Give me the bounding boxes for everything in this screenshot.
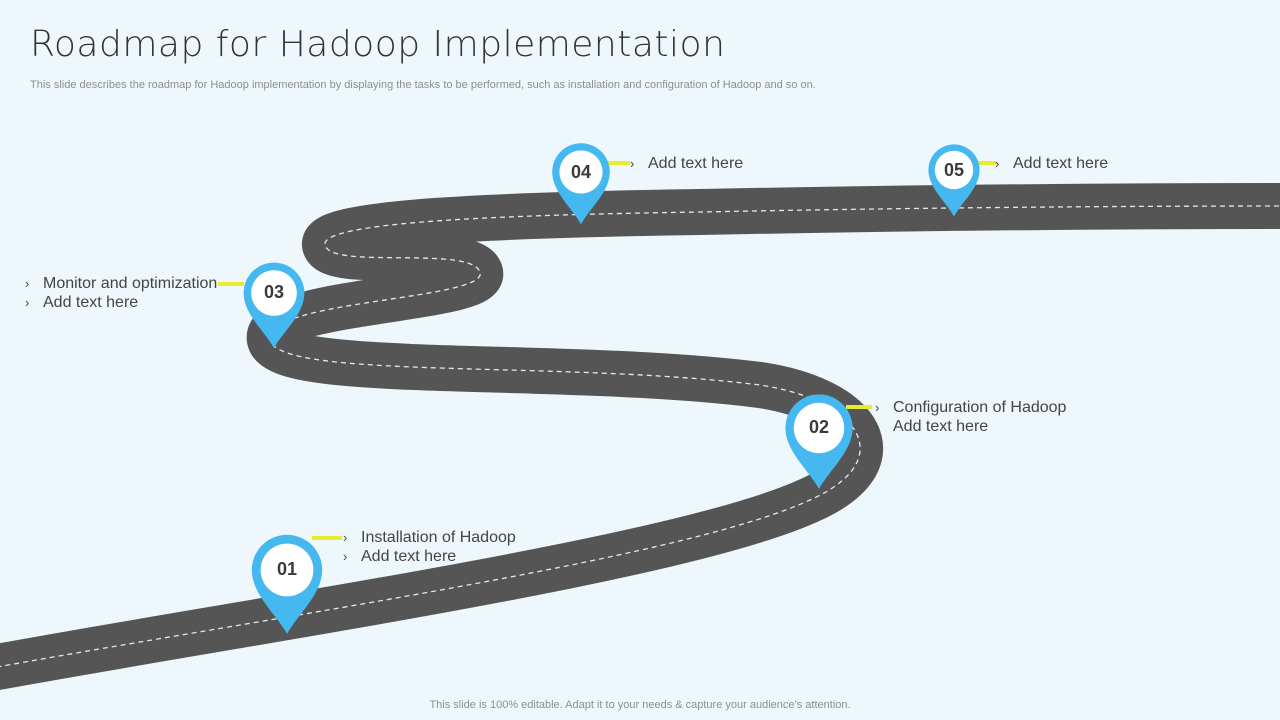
chevron-right-icon: › — [875, 419, 880, 434]
milestone-03-line-2: › Add text here — [25, 293, 217, 312]
map-pin-icon-03 — [243, 262, 305, 349]
chevron-right-icon: › — [25, 295, 30, 310]
milestone-02-text: Add text here — [893, 418, 989, 435]
chevron-right-icon: › — [343, 530, 348, 545]
milestone-number-04: 04 — [570, 162, 592, 182]
milestone-number-01: 01 — [276, 559, 298, 579]
milestone-04-text: Add text here — [648, 155, 744, 172]
milestone-05-text: Add text here — [1013, 155, 1109, 172]
milestone-03-text: Monitor and optimization — [43, 275, 218, 292]
chevron-right-icon: › — [25, 276, 30, 291]
map-pin-icon-04 — [552, 143, 610, 225]
milestone-04-line-1: › Add text here — [630, 154, 743, 173]
milestone-01-line-2: › Add text here — [343, 547, 516, 566]
milestone-text-01: › Installation of Hadoop › Add text here — [343, 528, 516, 566]
milestone-02-line-1: › Configuration of Hadoop — [875, 398, 1066, 417]
chevron-right-icon: › — [875, 400, 880, 415]
chevron-right-icon: › — [343, 549, 348, 564]
slide-footer: This slide is 100% editable. Adapt it to… — [429, 699, 851, 711]
milestone-05-line-1: › Add text here — [995, 154, 1108, 173]
milestone-number-03: 03 — [263, 282, 285, 302]
milestone-01-text: Installation of Hadoop — [361, 529, 516, 546]
map-pin-icon-05 — [928, 144, 980, 217]
milestone-02-line-2: › Add text here — [875, 417, 1066, 436]
map-pin-icon-02 — [785, 394, 853, 489]
map-pin-icon-01 — [251, 534, 323, 634]
milestone-01-text: Add text here — [361, 548, 457, 565]
milestone-number-02: 02 — [808, 417, 830, 437]
milestone-text-04: › Add text here — [630, 154, 743, 173]
milestone-03-text: Add text here — [43, 294, 139, 311]
milestone-text-02: › Configuration of Hadoop › Add text here — [875, 398, 1066, 436]
chevron-right-icon: › — [630, 156, 635, 171]
chevron-right-icon: › — [995, 156, 1000, 171]
milestone-02-text: Configuration of Hadoop — [893, 399, 1067, 416]
milestone-text-05: › Add text here — [995, 154, 1108, 173]
slide-title: Roadmap for Hadoop Implementation — [30, 24, 726, 65]
milestone-01-line-1: › Installation of Hadoop — [343, 528, 516, 547]
milestone-03-line-1: › Monitor and optimization — [25, 274, 217, 293]
milestone-text-03: › Monitor and optimization › Add text here — [25, 274, 217, 312]
milestone-number-05: 05 — [943, 160, 965, 180]
slide-subtitle: This slide describes the roadmap for Had… — [30, 79, 816, 91]
road-center-line — [0, 205, 1280, 668]
